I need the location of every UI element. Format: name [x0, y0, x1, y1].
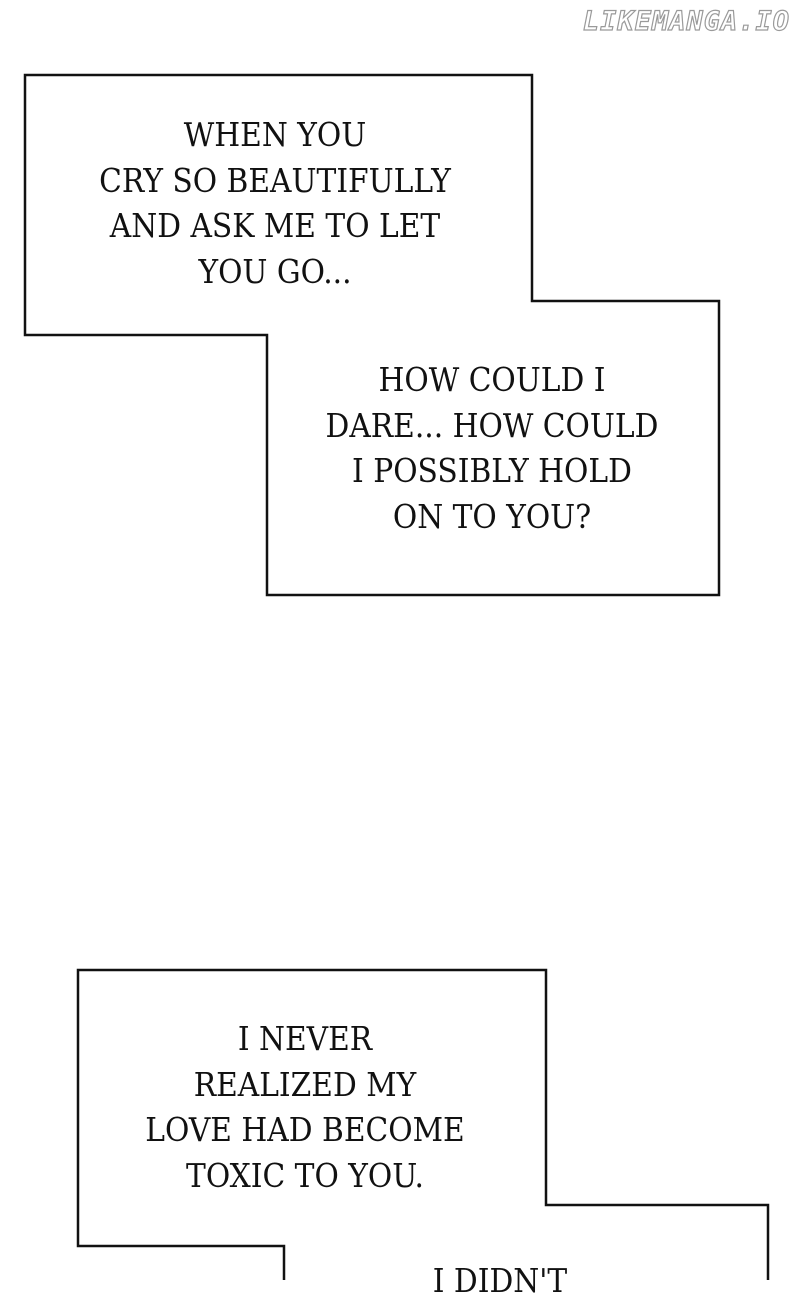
site-watermark: LIKEMANGA.IO — [582, 5, 790, 37]
caption-box-lower — [76, 968, 770, 1280]
caption-line: HOW COULD I — [378, 360, 606, 399]
caption-line: DARE... HOW COULD — [325, 405, 659, 445]
caption-line: REALIZED MY — [193, 1064, 417, 1104]
caption-line: I DIDN'T — [432, 1261, 568, 1300]
caption-line: I NEVER — [237, 1019, 373, 1058]
caption-text-4: I DIDN'T — [320, 1258, 680, 1304]
caption-line: CRY SO BEAUTIFULLY — [99, 160, 451, 200]
caption-text-3: I NEVER REALIZED MY LOVE HAD BECOME TOXI… — [112, 1016, 499, 1198]
caption-line: WHEN YOU — [183, 115, 367, 154]
caption-line: I POSSIBLY HOLD — [352, 451, 632, 490]
caption-text-2: HOW COULD I DARE... HOW COULD I POSSIBLY… — [303, 357, 681, 539]
caption-box-upper — [23, 73, 721, 597]
caption-line: LOVE HAD BECOME — [145, 1110, 465, 1149]
caption-line: TOXIC TO YOU. — [186, 1155, 424, 1195]
caption-line: ON TO YOU? — [392, 496, 592, 536]
caption-text-1: WHEN YOU CRY SO BEAUTIFULLY AND ASK ME T… — [64, 112, 487, 294]
caption-line: YOU GO... — [198, 251, 352, 291]
caption-line: AND ASK ME TO LET — [109, 206, 441, 245]
